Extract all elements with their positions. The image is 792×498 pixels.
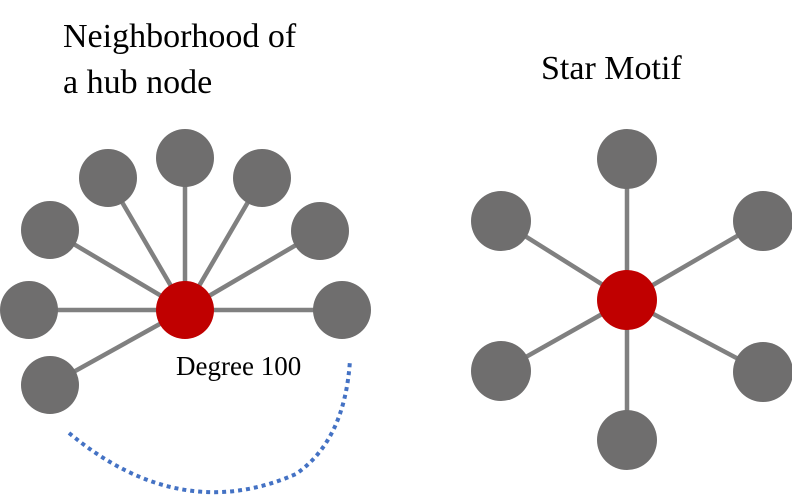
hub-title-line-1: Neighborhood of [63,18,297,55]
leaf-node-3 [79,149,137,207]
leaf-node-6 [291,202,349,260]
star-motif-title: Star Motif [541,50,682,87]
hub-neighborhood-leaves [0,129,371,414]
star-motif-graph [471,129,792,470]
star-center-node [597,270,657,330]
leaf-node-8 [21,356,79,414]
leaf-node-2 [21,201,79,259]
star-leaf-lower-right [733,342,792,402]
star-motif-leaves [471,129,792,470]
star-leaf-lower-left [471,341,531,401]
hub-node [156,281,214,339]
hub-neighborhood-graph [0,129,371,495]
degree-label: Degree 100 [176,351,301,381]
leaf-node-7 [313,281,371,339]
star-leaf-upper-right [733,191,792,251]
hub-title-line-2: a hub node [63,64,212,101]
degree-arc [67,359,352,495]
leaf-node-5 [233,149,291,207]
leaf-node-4 [156,129,214,187]
star-leaf-upper-left [471,191,531,251]
star-leaf-bottom [597,410,657,470]
leaf-node-1 [0,281,58,339]
star-leaf-top [597,129,657,189]
